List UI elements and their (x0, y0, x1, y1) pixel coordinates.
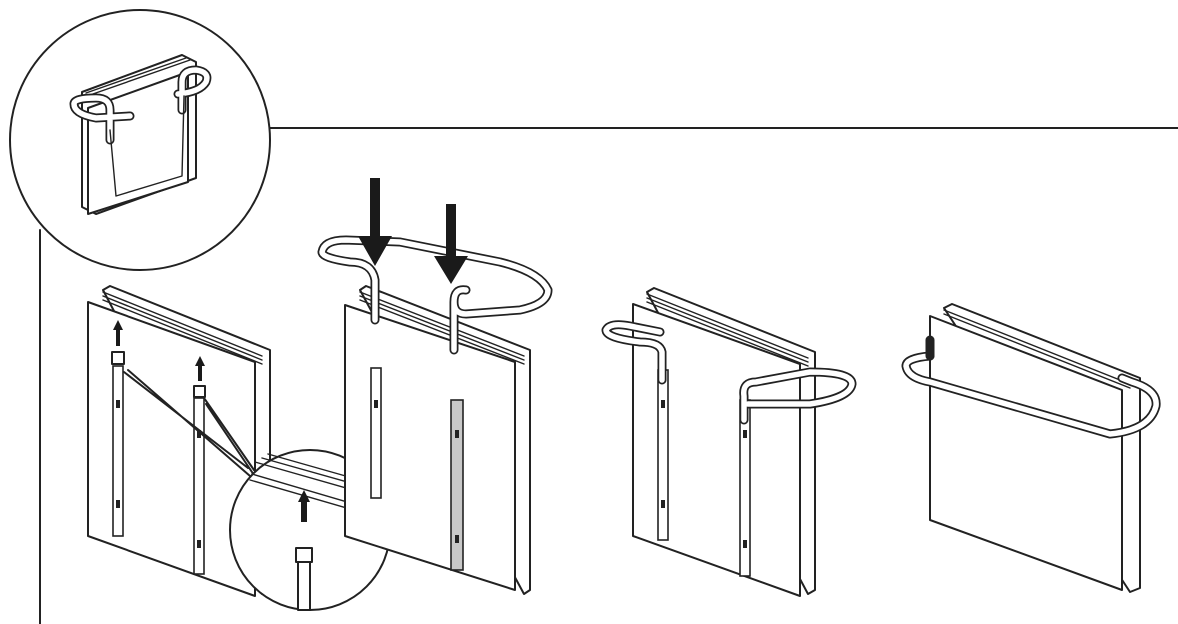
push-down-arrow-1 (358, 178, 392, 266)
step-2-wire-insertion (317, 178, 553, 595)
step-3-wire-attached (601, 287, 857, 597)
rail-cap-1 (111, 351, 125, 365)
step-4-finished (901, 303, 1161, 593)
clip-up-arrow (298, 490, 310, 522)
small-up-arrow-2 (195, 356, 205, 381)
rail-5 (657, 369, 669, 541)
rail-1 (112, 365, 124, 537)
push-down-arrow-2 (434, 204, 468, 284)
step-1-panels-with-rails (87, 285, 271, 597)
rail-cap-2 (193, 385, 206, 398)
detail-circle-top (9, 9, 271, 271)
small-up-arrow-1 (113, 320, 123, 346)
rail-4 (450, 399, 464, 571)
rail-3 (370, 367, 382, 499)
rail-6 (739, 399, 751, 577)
